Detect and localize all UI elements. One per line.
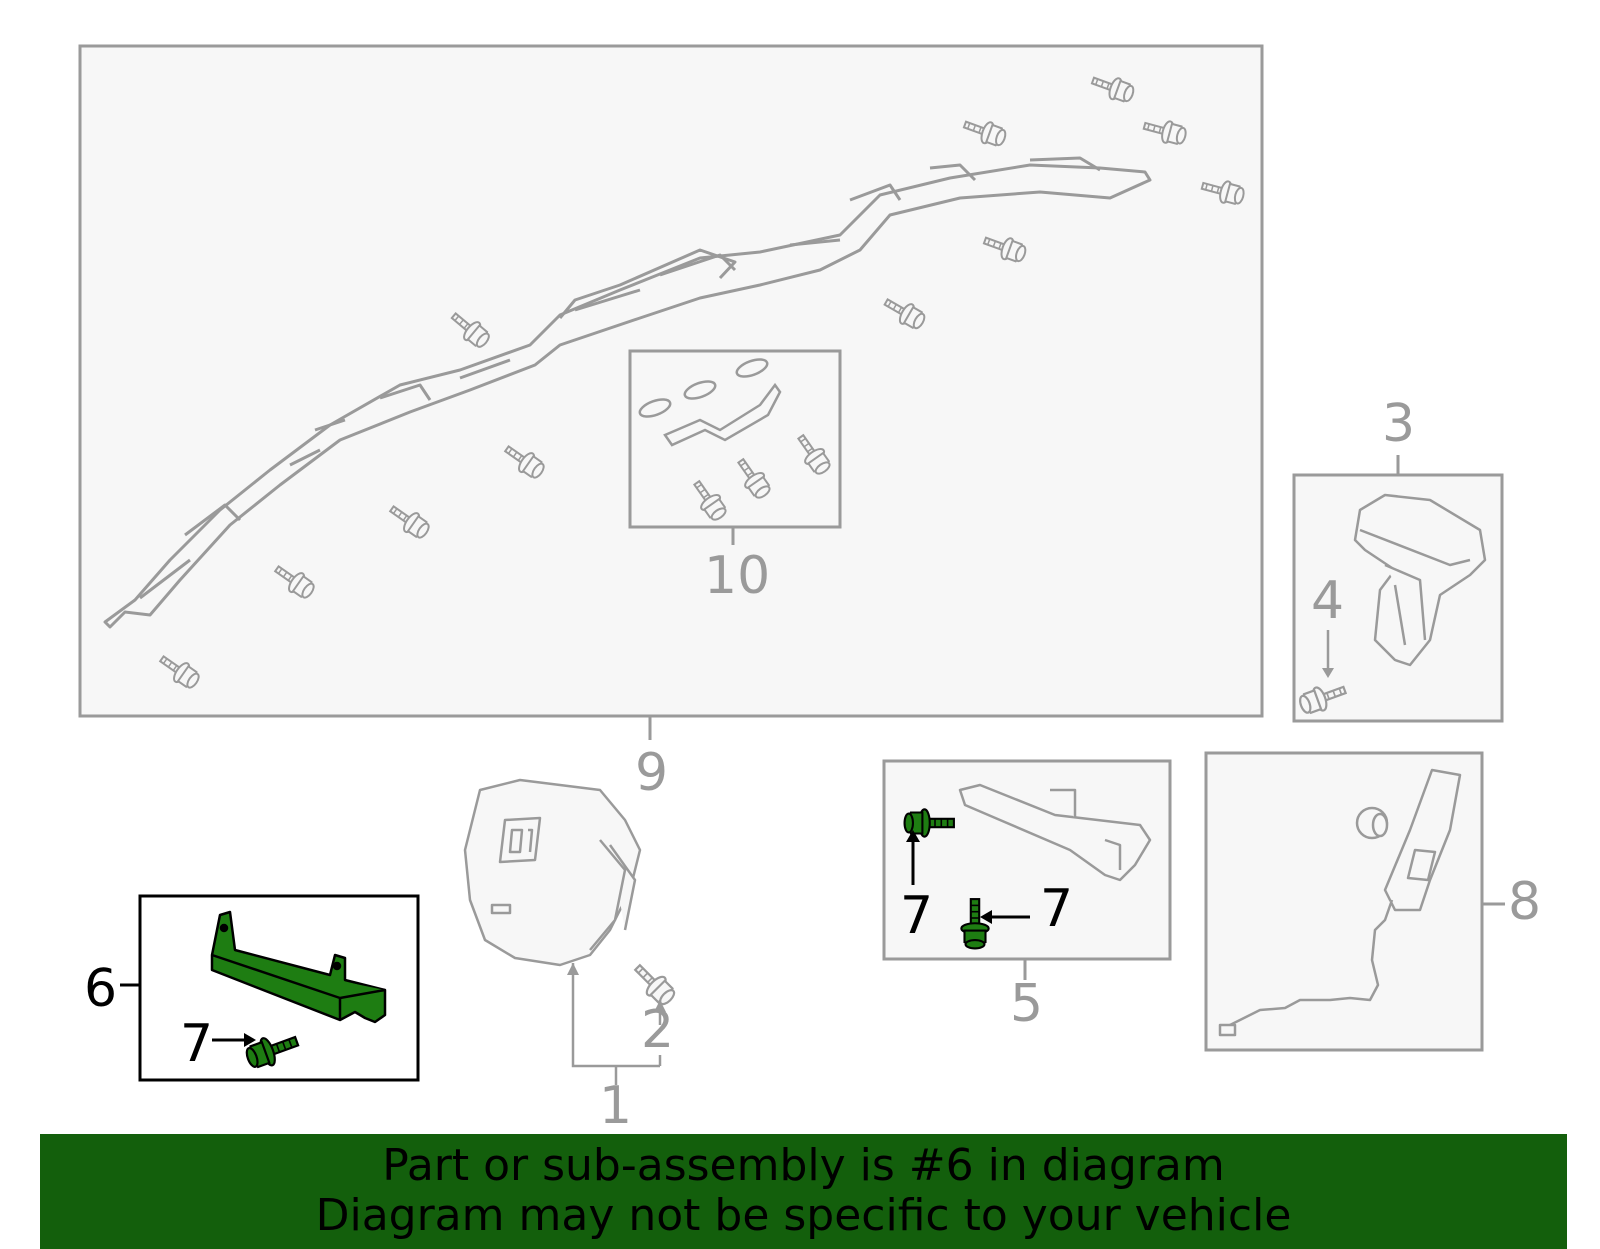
side-airbag-icon[interactable] bbox=[1218, 768, 1462, 1037]
callout-1: 1 bbox=[599, 1076, 633, 1136]
callout-9: 9 bbox=[635, 743, 669, 803]
callout-6: 6 bbox=[84, 959, 118, 1019]
callout-7-left: 7 bbox=[180, 1014, 214, 1074]
hardware-kit-panel bbox=[628, 349, 842, 529]
banner-line-2: Diagram may not be specific to your vehi… bbox=[315, 1190, 1292, 1241]
callout-7-upper: 7 bbox=[900, 886, 934, 946]
banner-line-1: Part or sub-assembly is #6 in diagram bbox=[382, 1140, 1225, 1191]
steering-airbag-icon[interactable] bbox=[463, 778, 642, 967]
bracket-icon[interactable] bbox=[210, 910, 387, 1024]
callout-8: 8 bbox=[1508, 872, 1542, 932]
callout-2: 2 bbox=[641, 1000, 675, 1060]
curtain-airbag-icon[interactable] bbox=[103, 156, 1152, 629]
callout-5: 5 bbox=[1010, 974, 1044, 1034]
knee-airbag-icon[interactable] bbox=[958, 783, 1152, 882]
callout-3: 3 bbox=[1382, 394, 1416, 454]
info-banner: Part or sub-assembly is #6 in diagram Di… bbox=[40, 1134, 1567, 1249]
callout-4: 4 bbox=[1311, 571, 1345, 631]
callout-7-lower: 7 bbox=[1040, 879, 1074, 939]
washer-icon bbox=[638, 358, 782, 447]
callout-10: 10 bbox=[704, 546, 771, 606]
passenger-airbag-icon[interactable] bbox=[1353, 493, 1487, 667]
